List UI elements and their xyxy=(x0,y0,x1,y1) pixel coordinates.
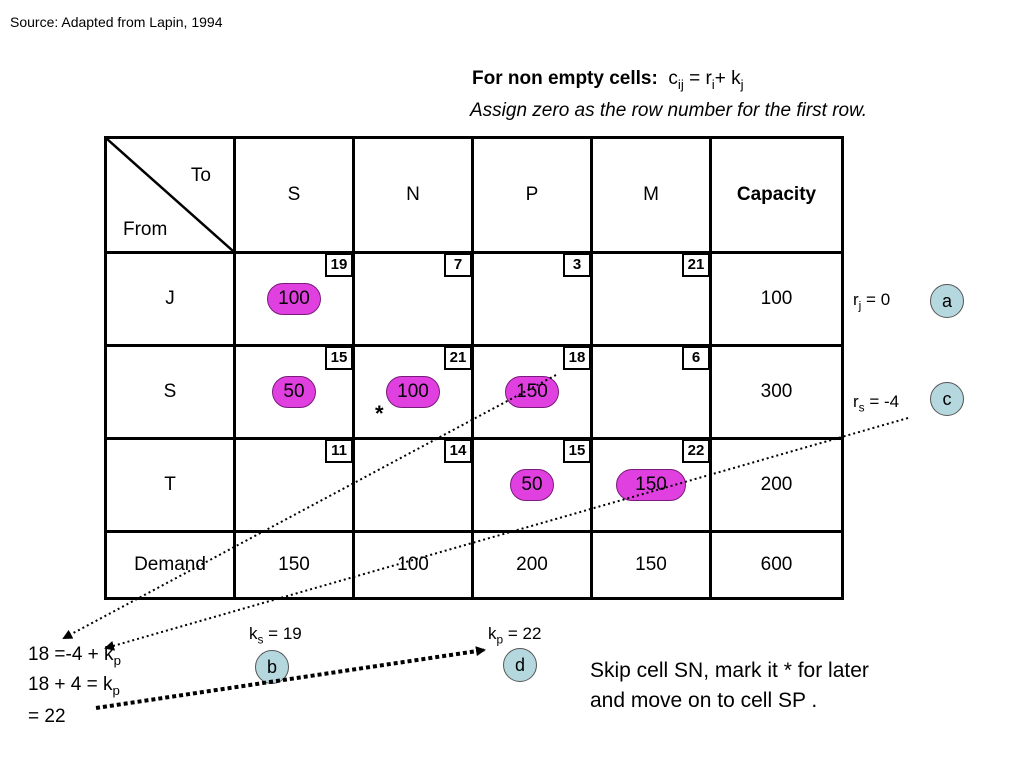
allocation-pill: 150 xyxy=(616,469,686,501)
col-header-m: M xyxy=(590,136,712,254)
formula-subtitle: Assign zero as the row number for the fi… xyxy=(470,100,868,121)
skip-star-mark: * xyxy=(375,401,384,426)
equation-line-3: = 22 xyxy=(28,706,66,727)
cost-box: 19 xyxy=(325,253,353,277)
formula-r-sub: i xyxy=(711,76,715,92)
cell-j-p: 3 xyxy=(471,251,593,347)
formula-k-sub: j xyxy=(740,76,744,92)
demand-label: Demand xyxy=(104,530,236,600)
allocation-pill: 100 xyxy=(386,376,440,408)
instruction-note: Skip cell SN, mark it * for later and mo… xyxy=(590,656,869,716)
step-circle-b: b xyxy=(255,650,289,684)
demand-row: Demand 150 100 200 150 600 xyxy=(104,530,844,600)
source-caption: Source: Adapted from Lapin, 1994 xyxy=(10,14,223,30)
demand-p: 200 xyxy=(471,530,593,600)
cost-box: 15 xyxy=(325,346,353,370)
row-label-s: S xyxy=(104,344,236,440)
cost-box: 14 xyxy=(444,439,472,463)
cost-box: 18 xyxy=(563,346,591,370)
col-value-ks: ks = 19 xyxy=(249,624,302,647)
capacity-s: 300 xyxy=(709,344,844,440)
cell-t-n: 14 xyxy=(352,437,474,533)
cell-t-s: 11 xyxy=(233,437,355,533)
demand-n: 100 xyxy=(352,530,474,600)
col-value-kp: kp = 22 xyxy=(488,624,542,647)
allocation-pill: 50 xyxy=(510,469,554,501)
cell-j-n: 7 xyxy=(352,251,474,347)
instruction-line-2: and move on to cell SP . xyxy=(590,689,818,712)
corner-diagonal xyxy=(107,139,233,251)
cost-box: 7 xyxy=(444,253,472,277)
formula-plus: + k xyxy=(714,68,741,89)
allocation-pill: 50 xyxy=(272,376,316,408)
allocation-pill: 150 xyxy=(505,376,559,408)
cost-box: 11 xyxy=(325,439,353,463)
cost-box: 21 xyxy=(444,346,472,370)
corner-cell: To From xyxy=(104,136,236,254)
cell-s-m: 6 xyxy=(590,344,712,440)
demand-m: 150 xyxy=(590,530,712,600)
capacity-j: 100 xyxy=(709,251,844,347)
cost-box: 22 xyxy=(682,439,710,463)
step-circle-a: a xyxy=(930,284,964,318)
col-header-n: N xyxy=(352,136,474,254)
step-circle-c: c xyxy=(930,382,964,416)
allocation-pill: 100 xyxy=(267,283,321,315)
equation-line-2: 18 + 4 = kp xyxy=(28,674,120,698)
formula-c: c xyxy=(668,68,678,89)
row-label-j: J xyxy=(104,251,236,347)
cost-box: 3 xyxy=(563,253,591,277)
corner-to-label: To xyxy=(190,165,211,186)
formula-c-sub: ij xyxy=(677,76,684,92)
cost-box: 15 xyxy=(563,439,591,463)
instruction-line-1: Skip cell SN, mark it * for later xyxy=(590,659,869,682)
cost-box: 6 xyxy=(682,346,710,370)
header-row: To From S N P M Capacity xyxy=(104,136,844,254)
cell-j-m: 21 xyxy=(590,251,712,347)
capacity-t: 200 xyxy=(709,437,844,533)
col-header-s: S xyxy=(233,136,355,254)
row-label-t: T xyxy=(104,437,236,533)
equation-line-1: 18 =-4 + kp xyxy=(28,644,121,668)
cost-box: 21 xyxy=(682,253,710,277)
formula-heading-bold: For non empty cells: xyxy=(472,68,658,89)
formula-eq: = r xyxy=(683,68,712,89)
demand-s: 150 xyxy=(233,530,355,600)
row-value-rs: rs = -4 xyxy=(853,392,900,415)
formula-heading: For non empty cells: cij = ri+ kj xyxy=(472,68,744,92)
row-value-rj: rj = 0 xyxy=(853,290,891,313)
col-header-p: P xyxy=(471,136,593,254)
arrow-equation-to-kp xyxy=(95,646,486,710)
demand-total: 600 xyxy=(709,530,844,600)
col-header-capacity: Capacity xyxy=(709,136,844,254)
step-circle-d: d xyxy=(503,648,537,682)
corner-from-label: From xyxy=(123,219,168,240)
